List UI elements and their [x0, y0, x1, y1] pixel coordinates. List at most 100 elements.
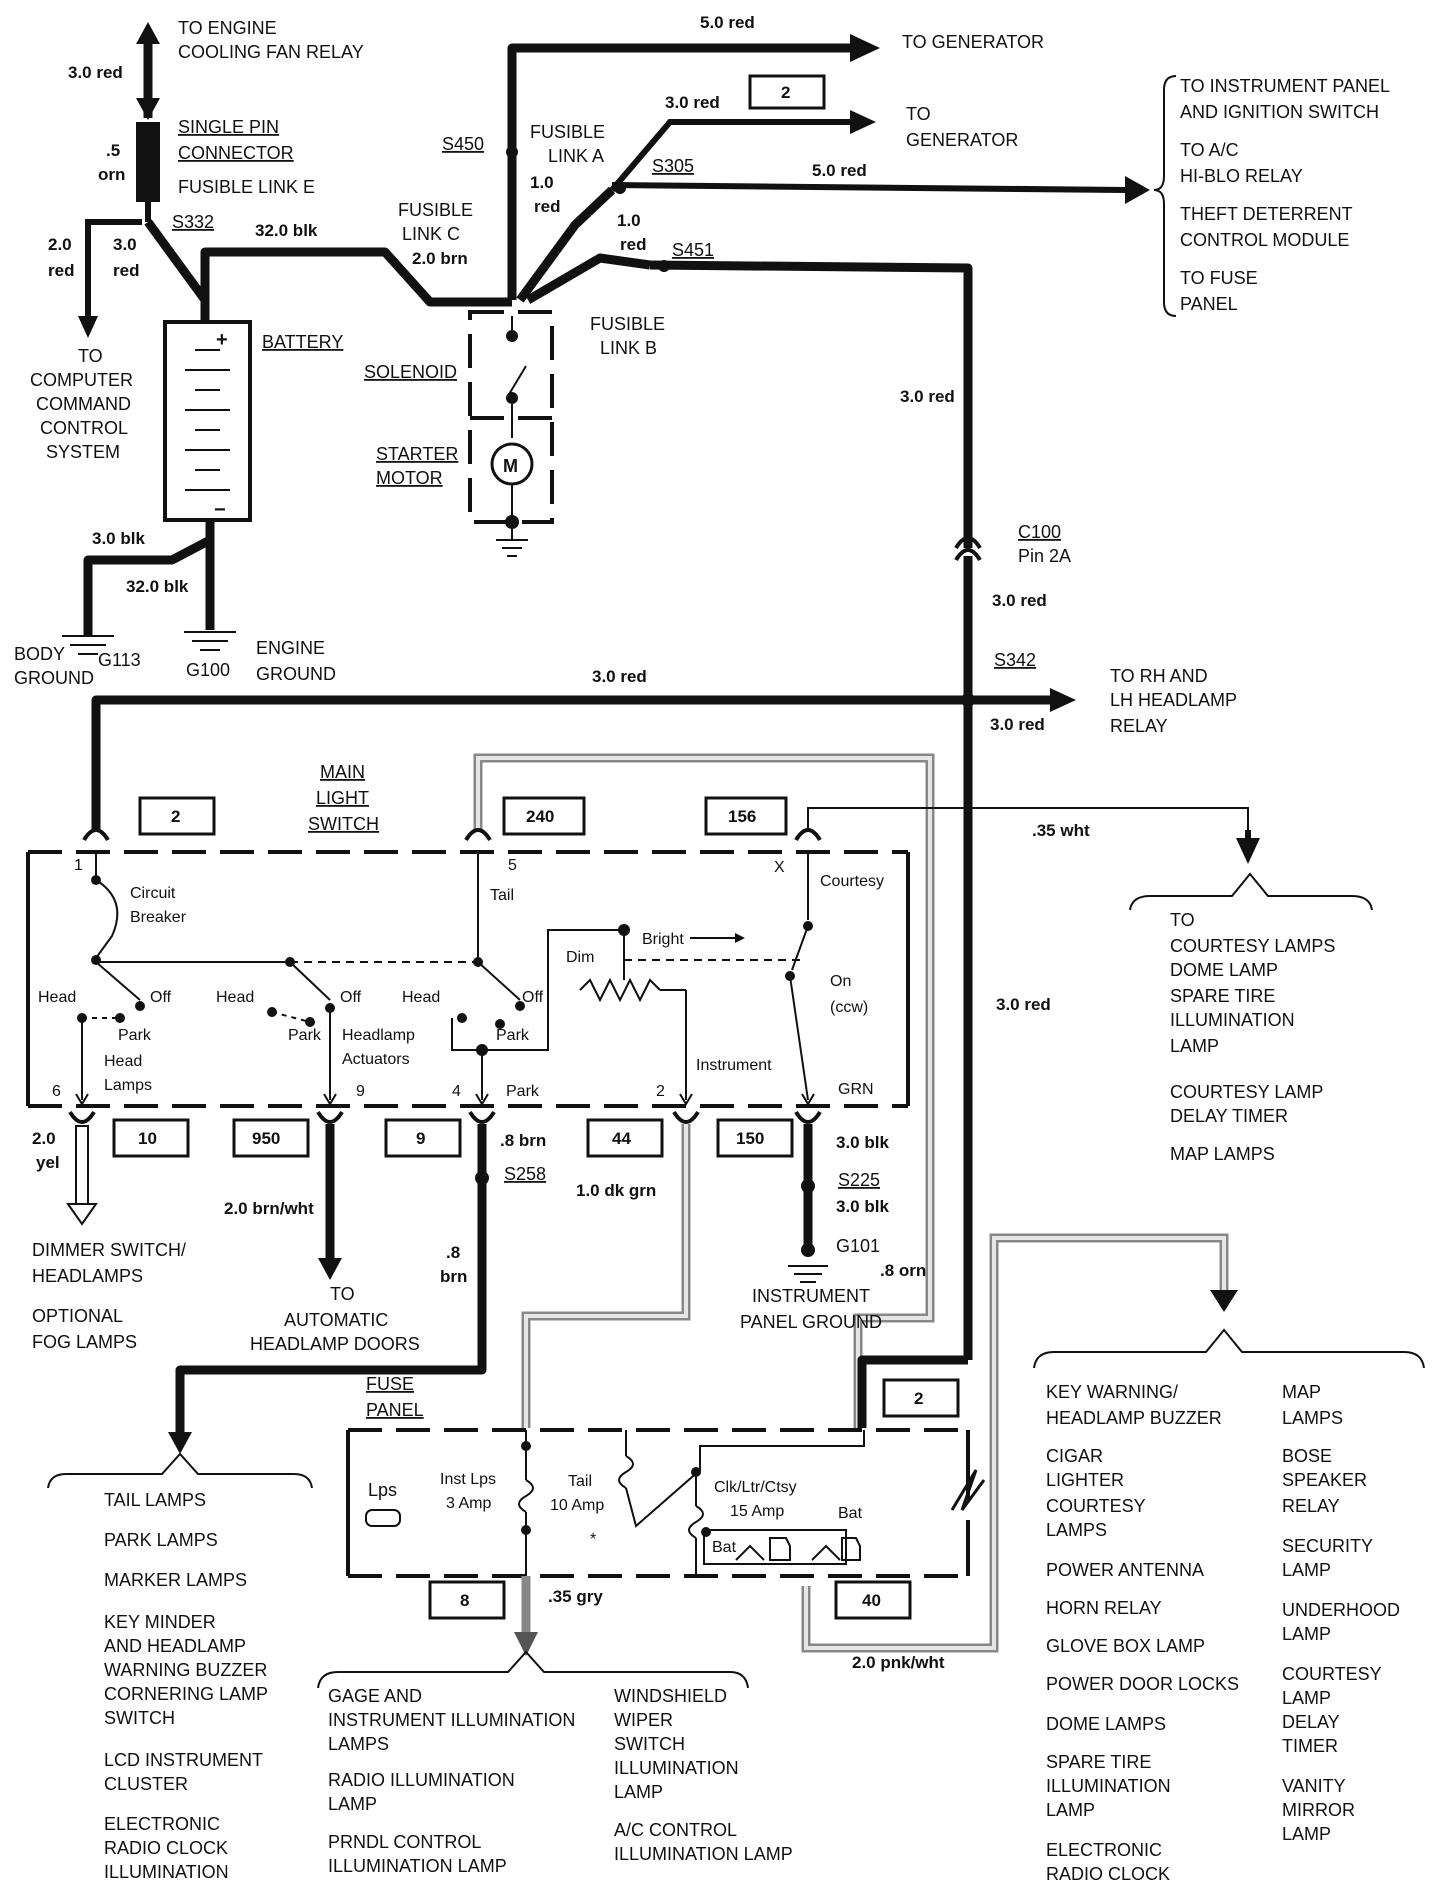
rh-lh-label-1: TO RH AND	[1110, 666, 1208, 686]
body-ground-label-1: BODY	[14, 644, 65, 664]
list-item: HEADLAMP BUZZER	[1046, 1408, 1222, 1428]
fuse-panel-label-1: FUSE	[366, 1374, 414, 1394]
ground-g113: G113	[98, 650, 141, 670]
single-pin-label-1: SINGLE PIN	[178, 117, 279, 137]
box-number: 44	[612, 1129, 631, 1148]
wire-label: 1.0	[617, 211, 641, 230]
on-label: On	[830, 973, 851, 990]
list-item: DIMMER SWITCH/	[32, 1240, 186, 1260]
off-label-3: Off	[522, 989, 544, 1006]
svg-text:−: −	[214, 499, 226, 521]
computer-label-1: TO	[78, 346, 103, 366]
battery-cable	[200, 247, 512, 320]
tail-label: Tail	[490, 887, 514, 904]
main-switch-label-2: LIGHT	[316, 788, 369, 808]
wire-label: 3.0 blk	[92, 529, 145, 548]
list-item: HEADLAMPS	[32, 1266, 143, 1286]
list-item: COURTESY	[1046, 1496, 1146, 1516]
fuse-clk-1: Clk/Ltr/Ctsy	[714, 1479, 797, 1496]
headlamp-actuators-2: Actuators	[342, 1051, 410, 1068]
main-switch-label-1: MAIN	[320, 762, 365, 782]
wire-label: 32.0 blk	[126, 577, 189, 596]
list-item: DOME LAMP	[1170, 960, 1278, 980]
list-item: MARKER LAMPS	[104, 1570, 247, 1590]
list-item: LAMP	[1282, 1824, 1331, 1844]
yel-wire	[66, 1125, 98, 1226]
theft-label-1: THEFT DETERRENT	[1180, 204, 1353, 224]
pin-6: 6	[52, 1083, 61, 1100]
list-item: RELAY	[1282, 1496, 1340, 1516]
fuse-panel	[346, 1428, 986, 1656]
wire-label: red	[620, 235, 646, 254]
pin-5: 5	[508, 857, 517, 874]
single-pin-label-2: CONNECTOR	[178, 143, 294, 163]
head-lamps-label-1: Head	[104, 1053, 142, 1070]
fusible-e-label: FUSIBLE LINK E	[178, 177, 315, 197]
courtesy-lamps-list: TO COURTESY LAMPS DOME LAMP SPARE TIRE I…	[1170, 910, 1335, 1164]
list-item: CORNERING LAMP	[104, 1684, 268, 1704]
list-item: COURTESY LAMP	[1170, 1082, 1323, 1102]
wire-label: 5.0 red	[700, 13, 755, 32]
off-label-2: Off	[340, 989, 362, 1006]
wire-label: yel	[36, 1153, 60, 1172]
list-item: LAMP	[328, 1794, 377, 1814]
list-item: RADIO CLOCK	[1046, 1864, 1170, 1884]
ac-label-2: HI-BLO RELAY	[1180, 166, 1303, 186]
list-item: SWITCH	[104, 1708, 175, 1728]
starter-label-2: MOTOR	[376, 468, 443, 488]
list-item: AND HEADLAMP	[104, 1636, 246, 1656]
instrument-label: Instrument	[696, 1057, 772, 1074]
list-item: TO	[330, 1284, 355, 1304]
main-switch-label-3: SWITCH	[308, 814, 379, 834]
dimmer-list: DIMMER SWITCH/ HEADLAMPS OPTIONAL FOG LA…	[32, 1240, 186, 1352]
splice-s450: S450	[442, 134, 484, 154]
list-item: SPEAKER	[1282, 1470, 1367, 1490]
box-number: 8	[460, 1591, 469, 1610]
engine-ground-label-2: GROUND	[256, 664, 336, 684]
list-item: LAMP	[1282, 1688, 1331, 1708]
list-item: LIGHTER	[1046, 1470, 1124, 1490]
rh-lh-label-2: LH HEADLAMP	[1110, 690, 1237, 710]
list-item: SECURITY	[1282, 1536, 1373, 1556]
park-output-label: Park	[506, 1083, 540, 1100]
circuit-box: 950	[232, 1118, 310, 1158]
list-item: A/C CONTROL	[614, 1820, 737, 1840]
pin-9: 9	[356, 1083, 365, 1100]
list-item: FOG LAMPS	[32, 1332, 137, 1352]
list-item: SPARE TIRE	[1170, 986, 1275, 1006]
wire-label: orn	[98, 165, 125, 184]
wire-label: 3.0 red	[665, 93, 720, 112]
fuse-lps: Lps	[368, 1480, 397, 1500]
motor-symbol: M	[503, 456, 518, 476]
list-item: CIGAR	[1046, 1446, 1103, 1466]
theft-label-2: CONTROL MODULE	[1180, 230, 1349, 250]
list-item: LAMP	[1282, 1560, 1331, 1580]
key-warning-list-right: MAP LAMPS BOSE SPEAKER RELAY SECURITY LA…	[1282, 1382, 1400, 1844]
list-item: ILLUMINATION LAMP	[614, 1844, 793, 1864]
fusible-a-label-2: LINK A	[548, 146, 604, 166]
list-item: PRNDL CONTROL	[328, 1832, 481, 1852]
list-item: PARK LAMPS	[104, 1530, 218, 1550]
pin-x: X	[774, 859, 785, 876]
list-item: POWER ANTENNA	[1046, 1560, 1204, 1580]
fusible-c-label-1: FUSIBLE	[398, 200, 473, 220]
pin-1: 1	[74, 857, 83, 874]
list-item: LAMPS	[1282, 1408, 1343, 1428]
list-item: ILLUMINATION	[1046, 1776, 1171, 1796]
park-label-3: Park	[496, 1027, 530, 1044]
engine-ground-label-1: ENGINE	[256, 638, 325, 658]
starter-solenoid-wiring	[506, 34, 1150, 525]
list-item: UNDERHOOD	[1282, 1600, 1400, 1620]
fuse-label-1: TO FUSE	[1180, 268, 1258, 288]
ground-g100: G100	[186, 660, 230, 680]
wire-label: 2.0 brn	[412, 249, 468, 268]
wire-label: 3.0	[113, 235, 137, 254]
wire-label: 3.0 blk	[836, 1133, 889, 1152]
head-label-1: Head	[38, 989, 76, 1006]
engine-fan-label-1: TO ENGINE	[178, 18, 277, 38]
circuit-box: 9	[384, 1118, 462, 1158]
list-item: SWITCH	[614, 1734, 685, 1754]
circuit-box: 2	[138, 796, 216, 836]
wire-label: 5.0 red	[812, 161, 867, 180]
fuse-tail-1: Tail	[568, 1473, 592, 1490]
